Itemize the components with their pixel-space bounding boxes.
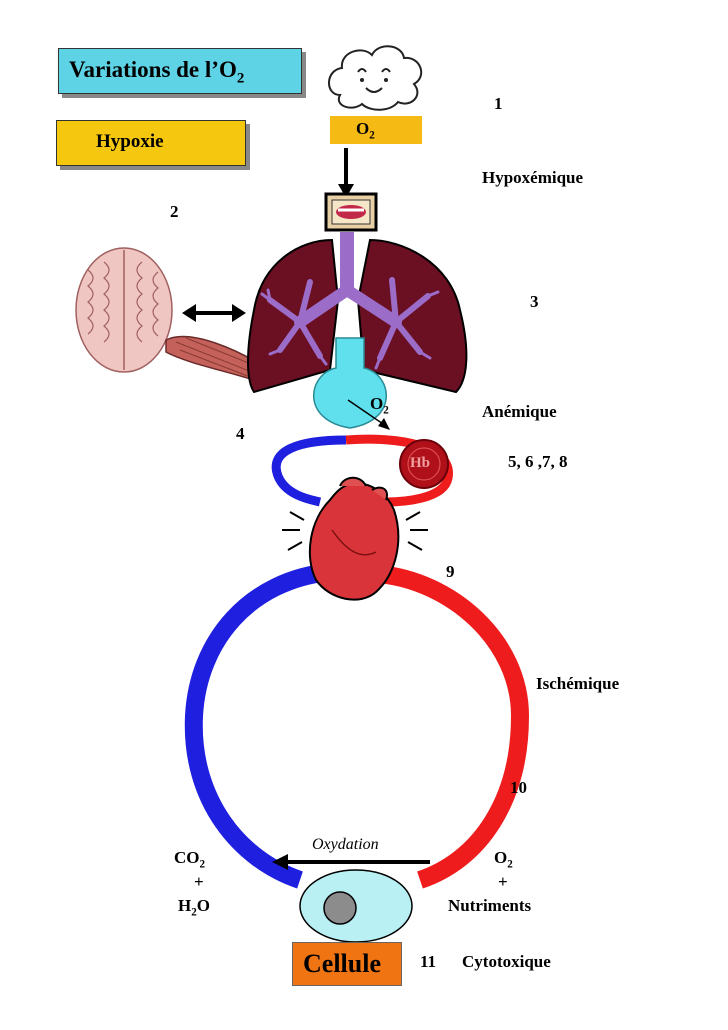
- flask-icon: [313, 337, 387, 429]
- cell-icon: [299, 869, 413, 943]
- heart-icon: [282, 476, 428, 601]
- cellule-box: Cellule: [292, 942, 402, 986]
- label-anemique: Anémique: [482, 402, 557, 421]
- o2-box: O2: [330, 116, 422, 144]
- right-o2-label: O2: [494, 848, 513, 871]
- h2o-label: H2O: [178, 896, 210, 919]
- lungs-icon: [247, 232, 468, 394]
- oxydation-label: Oxydation: [312, 836, 379, 853]
- cloud-face-icon: [328, 45, 423, 111]
- hypoxie-label: Hypoxie: [96, 131, 164, 152]
- page-title: Variations de l’O2: [69, 57, 245, 87]
- title-box: Variations de l’O2: [58, 48, 302, 94]
- number-3: 3: [530, 292, 539, 311]
- nutriments-label: Nutriments: [448, 896, 532, 915]
- label-hypoxemique: Hypoxémique: [482, 168, 584, 187]
- hb-label: Hb: [410, 455, 431, 471]
- number-4: 4: [236, 424, 245, 443]
- double-arrow-icon: [182, 304, 246, 322]
- right-plus: +: [498, 872, 508, 891]
- cellule-label: Cellule: [303, 949, 381, 978]
- o2-label: O2: [356, 119, 375, 142]
- hypoxie-box: Hypoxie: [56, 120, 246, 166]
- pulmonary-loop-red: [345, 434, 453, 507]
- nucleus-icon: [323, 891, 357, 925]
- number-2: 2: [170, 202, 179, 221]
- co2-label: CO2: [174, 848, 206, 871]
- hemoglobin-icon: [399, 439, 449, 489]
- o2-small-label: O2: [370, 394, 389, 417]
- number-11: 11: [420, 952, 437, 971]
- number-5-8: 5, 6 ,7, 8: [508, 452, 568, 471]
- systemic-loop-blue: [184, 563, 332, 889]
- number-9: 9: [446, 562, 455, 581]
- brain-icon: [75, 247, 173, 373]
- mouth-icon: [324, 192, 378, 232]
- label-cytotoxique: Cytotoxique: [462, 952, 551, 971]
- pulmonary-loop-blue: [271, 435, 347, 507]
- label-ischemique: Ischémique: [536, 674, 620, 693]
- number-1: 1: [494, 94, 503, 113]
- systemic-loop-red: [377, 565, 530, 889]
- left-plus: +: [194, 872, 204, 891]
- number-10: 10: [510, 778, 527, 797]
